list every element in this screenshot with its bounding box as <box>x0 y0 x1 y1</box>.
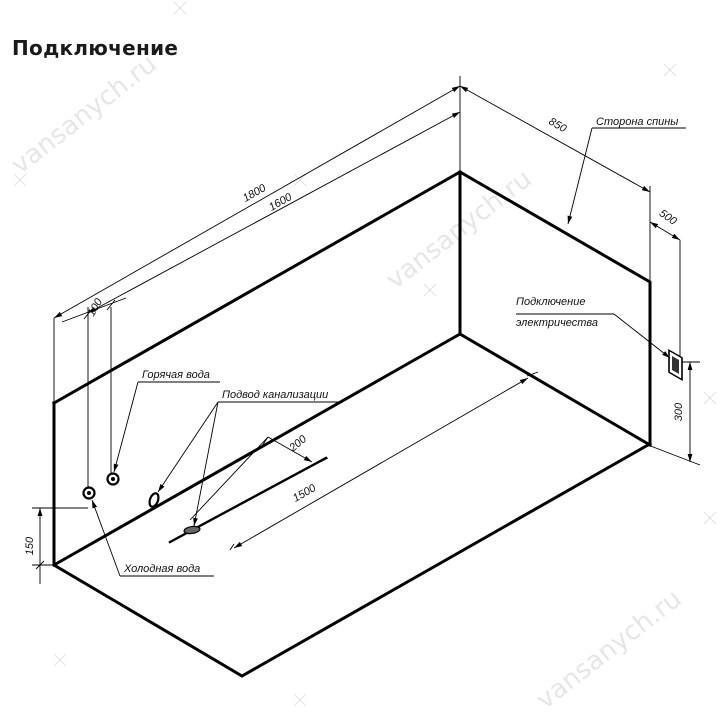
dim-200: 200 <box>267 433 313 463</box>
leader-line <box>193 401 219 527</box>
back-side-label: Сторона спины <box>596 116 678 128</box>
dim-tick <box>106 299 116 311</box>
cold-water-label: Холодная вода <box>123 563 200 575</box>
dim-500: 500 <box>649 207 681 362</box>
dim-line-850 <box>459 85 651 193</box>
leader-line <box>613 313 671 359</box>
hot-water-callout: Горячая вода <box>113 369 220 473</box>
drain-callout: Подвод канализации <box>157 389 340 527</box>
dim-label-200: 200 <box>286 433 309 455</box>
cold-water-fitting-core <box>87 491 91 495</box>
ext-line <box>647 444 701 466</box>
extension-lines <box>32 76 701 566</box>
back-side-callout: Сторона спины <box>567 116 686 225</box>
top-edge-outline <box>51 170 652 447</box>
drain-label: Подвод канализации <box>222 389 328 401</box>
electric-label-line1: Подключение <box>516 296 585 308</box>
dim-line-500 <box>649 221 681 241</box>
leader-line <box>567 127 593 225</box>
dim-label-1800: 1800 <box>241 182 269 205</box>
page-title: Подключение <box>12 36 179 60</box>
dim-150: 150 <box>24 508 45 584</box>
hot-water-label: Горячая вода <box>142 369 210 381</box>
dim-850: 850 <box>459 85 651 193</box>
watermark-cross <box>53 653 67 667</box>
watermark-cross <box>293 693 307 707</box>
front-wall-outline <box>52 401 651 678</box>
drain-guide-line <box>189 436 269 521</box>
watermark-cross <box>703 391 717 405</box>
dim-line-1500 <box>233 377 529 549</box>
cold-water-callout: Холодная вода <box>91 499 214 577</box>
leader-line <box>157 401 219 493</box>
watermark-cross <box>703 511 717 525</box>
leader-line <box>113 381 139 473</box>
bathtub-outline <box>51 170 653 678</box>
watermark-text: vansanych.ru <box>6 49 163 181</box>
dim-tick <box>35 560 45 570</box>
watermark-cross <box>663 63 677 77</box>
leader-line <box>91 499 121 577</box>
dim-label-150: 150 <box>24 536 36 555</box>
drain-fitting <box>183 525 201 535</box>
dim-100: 100 <box>61 296 127 323</box>
electric-label-line2: электричества <box>516 317 598 329</box>
dim-label-300: 300 <box>673 402 685 421</box>
overflow-fitting <box>148 492 160 508</box>
dim-label-850: 850 <box>547 116 570 136</box>
watermark-text: vansanych.ru <box>531 584 688 716</box>
dim-label-500: 500 <box>657 207 680 228</box>
dim-line-1600 <box>87 111 461 314</box>
dim-1500: 1500 <box>233 377 529 549</box>
dim-300: 300 <box>673 362 693 462</box>
ext-line <box>526 371 539 377</box>
fittings <box>82 348 683 535</box>
dim-line-100 <box>61 297 127 323</box>
dim-tick <box>83 308 93 320</box>
watermark-cross <box>13 173 27 187</box>
ext-line <box>229 543 235 551</box>
electric-socket-inner <box>672 355 679 375</box>
hot-water-fitting-core <box>111 477 115 481</box>
watermark-cross <box>173 1 187 15</box>
electric-callout: Подключение электричества <box>516 296 671 359</box>
